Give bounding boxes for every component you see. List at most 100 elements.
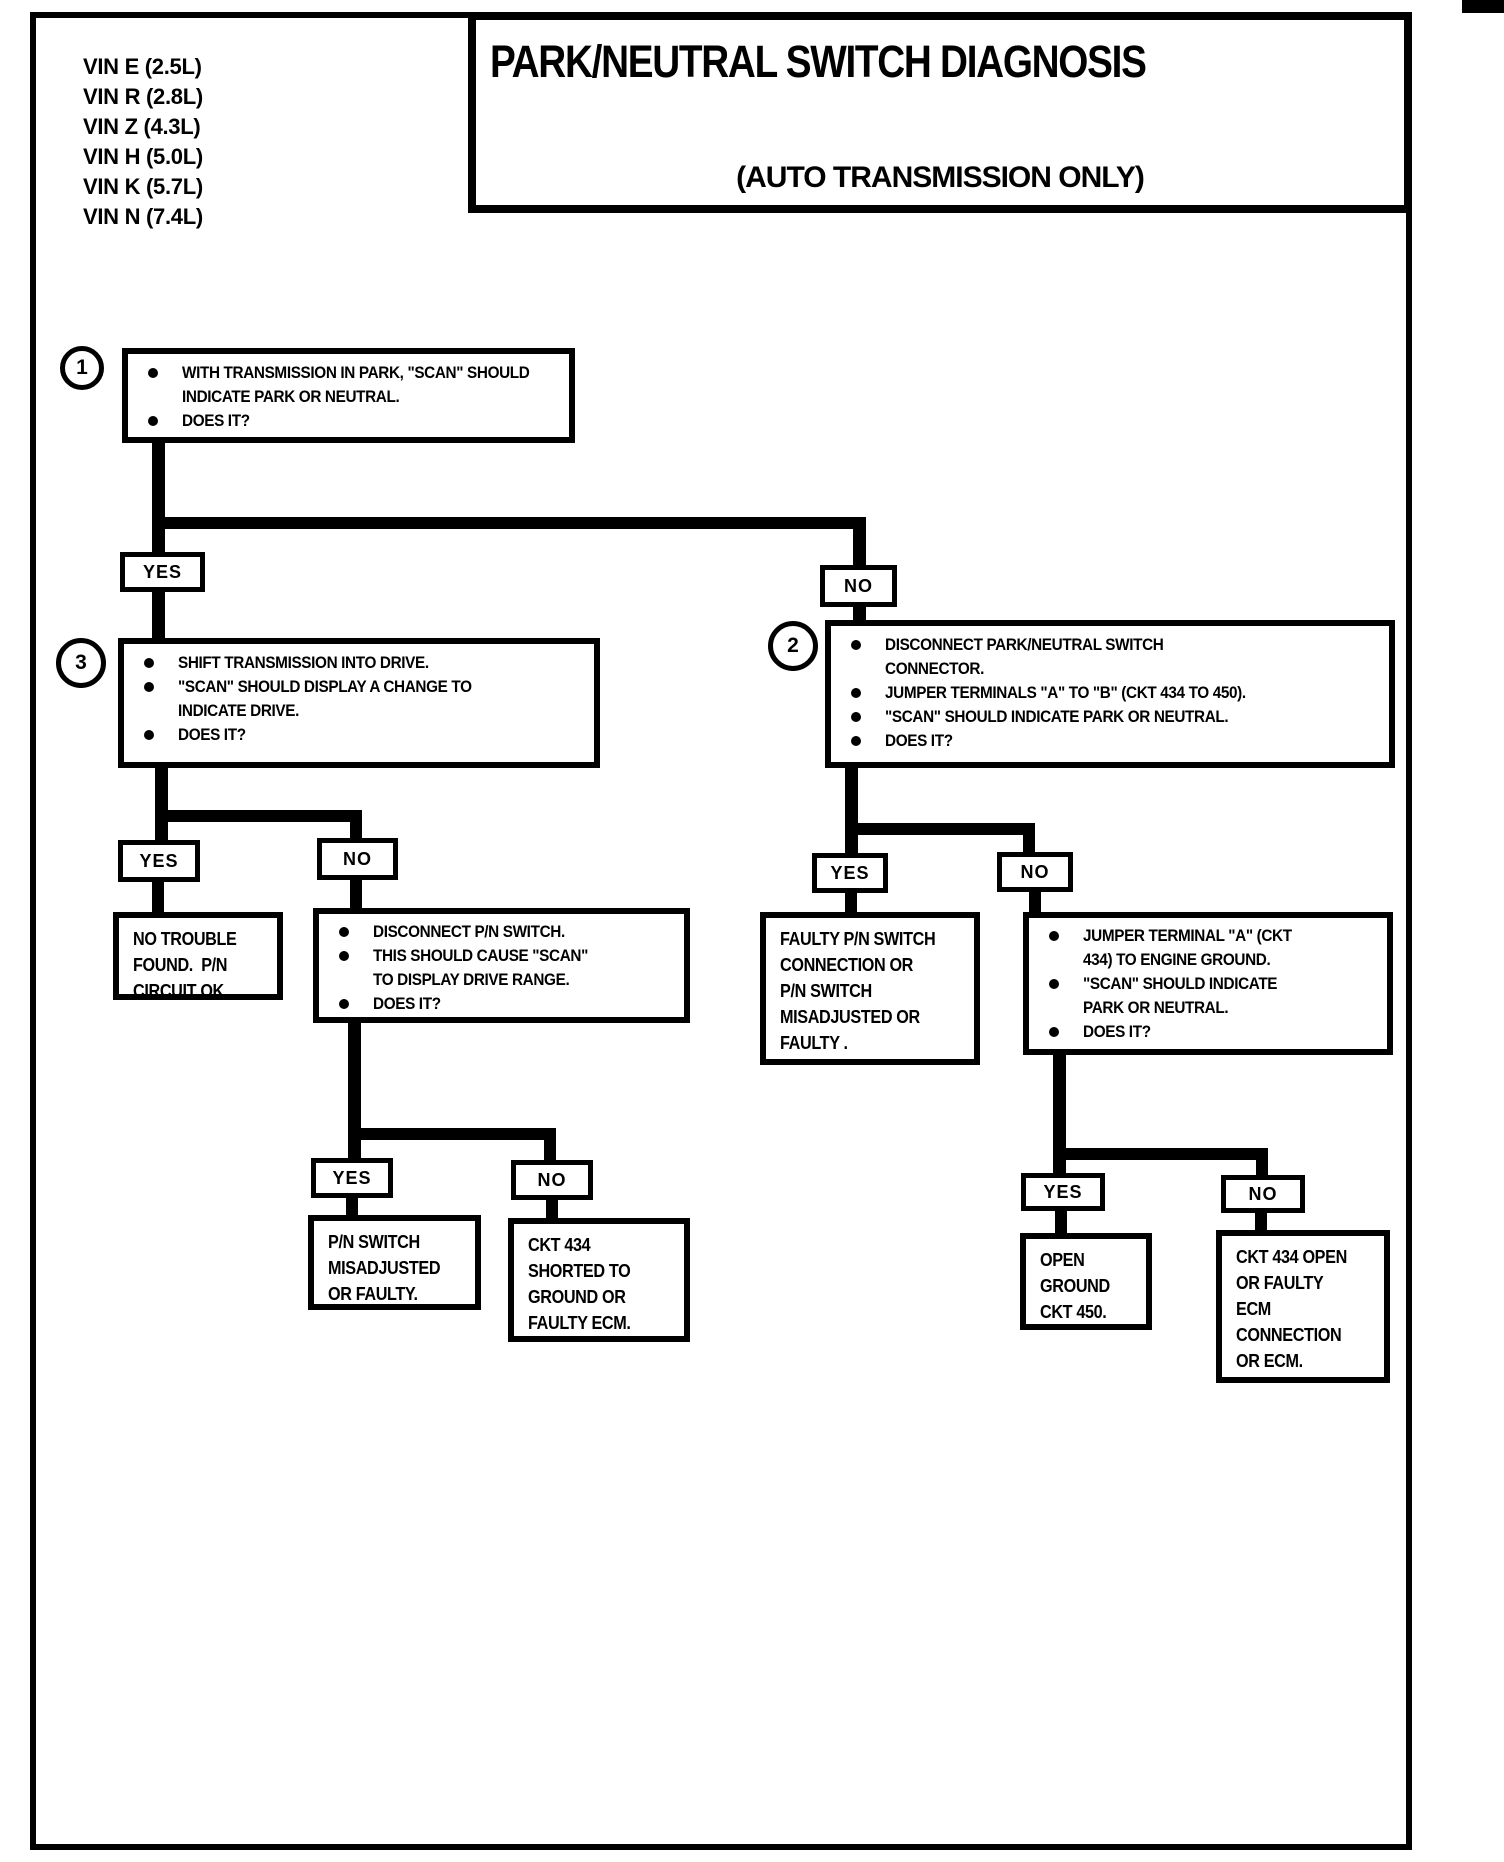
bullet-text: DISCONNECT PARK/NEUTRAL SWITCH CONNECTOR… bbox=[885, 635, 1164, 678]
bullet-dot-icon bbox=[851, 633, 885, 681]
step1-yes-label: YES bbox=[120, 552, 205, 592]
bullet-dot-icon bbox=[148, 409, 182, 433]
bullet-dot-icon bbox=[148, 361, 182, 409]
bullet-text: SHIFT TRANSMISSION INTO DRIVE. bbox=[178, 653, 429, 672]
bullet-item: WITH TRANSMISSION IN PARK, "SCAN" SHOULD… bbox=[148, 361, 565, 409]
bullet-dot-icon bbox=[851, 729, 885, 753]
bullet-item: "SCAN" SHOULD INDICATE PARK OR NEUTRAL. bbox=[1049, 972, 1383, 1020]
step1-number-circle: 1 bbox=[60, 346, 104, 390]
result-ckt434-shorted-box: CKT 434 SHORTED TO GROUND OR FAULTY ECM. bbox=[508, 1218, 690, 1342]
bullet-item: JUMPER TERMINALS "A" TO "B" (CKT 434 TO … bbox=[851, 681, 1385, 705]
connector-line bbox=[845, 893, 857, 912]
jumper-no-label: NO bbox=[1221, 1175, 1305, 1213]
connector-line bbox=[155, 810, 362, 822]
bullet-item: DOES IT? bbox=[851, 729, 1385, 753]
step2-yes-label: YES bbox=[812, 853, 888, 893]
step3-number-circle: 3 bbox=[56, 638, 106, 688]
step-number: 2 bbox=[787, 634, 799, 657]
bullet-item: "SCAN" SHOULD INDICATE PARK OR NEUTRAL. bbox=[851, 705, 1385, 729]
jumper-yes-label: YES bbox=[1021, 1173, 1105, 1211]
result-text: NO TROUBLE FOUND. P/N CIRCUIT OK. bbox=[133, 929, 237, 1001]
bullet-dot-icon bbox=[144, 723, 178, 747]
connector-line bbox=[152, 517, 866, 529]
step-number: 3 bbox=[75, 651, 87, 674]
bullet-item: DISCONNECT PARK/NEUTRAL SWITCH CONNECTOR… bbox=[851, 633, 1385, 681]
connector-line bbox=[853, 517, 866, 568]
bullet-dot-icon bbox=[339, 992, 373, 1016]
connector-line bbox=[155, 768, 168, 843]
bullet-text: DOES IT? bbox=[373, 994, 441, 1013]
bullet-item: DISCONNECT P/N SWITCH. bbox=[339, 920, 680, 944]
result-text: FAULTY P/N SWITCH CONNECTION OR P/N SWIT… bbox=[780, 929, 936, 1053]
connector-line bbox=[1256, 1148, 1268, 1177]
step1-no-label: NO bbox=[820, 565, 897, 607]
bullet-text: "SCAN" SHOULD INDICATE PARK OR NEUTRAL. bbox=[1083, 974, 1278, 1017]
bullet-text: THIS SHOULD CAUSE "SCAN" TO DISPLAY DRIV… bbox=[373, 946, 588, 989]
result-text: CKT 434 SHORTED TO GROUND OR FAULTY ECM. bbox=[528, 1235, 631, 1333]
bullet-dot-icon bbox=[851, 681, 885, 705]
step3-yes-label: YES bbox=[118, 840, 200, 882]
vin-list: VIN E (2.5L) VIN R (2.8L) VIN Z (4.3L) V… bbox=[83, 52, 203, 232]
bullet-text: WITH TRANSMISSION IN PARK, "SCAN" SHOULD… bbox=[182, 363, 530, 406]
step2-no-label: NO bbox=[997, 852, 1073, 892]
jumper-terminal-a-box: JUMPER TERMINAL "A" (CKT 434) TO ENGINE … bbox=[1023, 912, 1393, 1055]
bullet-text: DOES IT? bbox=[178, 725, 246, 744]
result-faulty-pn-connection-box: FAULTY P/N SWITCH CONNECTION OR P/N SWIT… bbox=[760, 912, 980, 1065]
bullet-item: DOES IT? bbox=[339, 992, 680, 1016]
bullet-dot-icon bbox=[144, 651, 178, 675]
connector-line bbox=[1055, 1211, 1067, 1235]
result-pn-misadjusted-box: P/N SWITCH MISADJUSTED OR FAULTY. bbox=[308, 1215, 481, 1310]
connector-line bbox=[152, 882, 164, 912]
connector-line bbox=[845, 768, 858, 855]
vin-item: VIN R (2.8L) bbox=[83, 84, 203, 109]
bullet-dot-icon bbox=[339, 920, 373, 944]
bullet-text: "SCAN" SHOULD DISPLAY A CHANGE TO INDICA… bbox=[178, 677, 472, 720]
result-text: OPEN GROUND CKT 450. bbox=[1040, 1250, 1110, 1322]
page-title: PARK/NEUTRAL SWITCH DIAGNOSIS bbox=[490, 36, 1147, 87]
vin-item: VIN H (5.0L) bbox=[83, 144, 203, 169]
connector-line bbox=[152, 443, 165, 552]
title-box: PARK/NEUTRAL SWITCH DIAGNOSIS (AUTO TRAN… bbox=[468, 12, 1412, 213]
connector-line bbox=[1053, 1148, 1268, 1160]
connector-line bbox=[350, 880, 362, 908]
bullet-text: DISCONNECT P/N SWITCH. bbox=[373, 922, 565, 941]
bullet-dot-icon bbox=[851, 705, 885, 729]
connector-line bbox=[348, 1128, 556, 1140]
connector-line bbox=[1053, 1055, 1066, 1175]
connector-line bbox=[350, 810, 362, 840]
connector-line bbox=[346, 1198, 358, 1217]
bullet-item: DOES IT? bbox=[144, 723, 590, 747]
result-no-trouble-box: NO TROUBLE FOUND. P/N CIRCUIT OK. bbox=[113, 912, 283, 1001]
step-number: 1 bbox=[76, 356, 88, 379]
bullet-dot-icon bbox=[1049, 972, 1083, 1020]
result-open-ground-box: OPEN GROUND CKT 450. bbox=[1020, 1233, 1152, 1330]
bullet-text: DOES IT? bbox=[885, 731, 953, 750]
connector-line bbox=[1255, 1213, 1267, 1232]
vin-item: VIN K (5.7L) bbox=[83, 174, 203, 199]
vin-item: VIN Z (4.3L) bbox=[83, 114, 201, 139]
bullet-text: DOES IT? bbox=[1083, 1022, 1151, 1041]
bullet-text: "SCAN" SHOULD INDICATE PARK OR NEUTRAL. bbox=[885, 707, 1229, 726]
bullet-item: THIS SHOULD CAUSE "SCAN" TO DISPLAY DRIV… bbox=[339, 944, 680, 992]
result-text: P/N SWITCH MISADJUSTED OR FAULTY. bbox=[328, 1232, 441, 1304]
step3-box: SHIFT TRANSMISSION INTO DRIVE. "SCAN" SH… bbox=[118, 638, 600, 768]
bullet-dot-icon bbox=[144, 675, 178, 723]
connector-line bbox=[546, 1200, 558, 1220]
result-ckt434-open-box: CKT 434 OPEN OR FAULTY ECM CONNECTION OR… bbox=[1216, 1230, 1390, 1383]
bullet-dot-icon bbox=[1049, 924, 1083, 972]
bullet-text: DOES IT? bbox=[182, 411, 250, 430]
bullet-item: DOES IT? bbox=[148, 409, 565, 433]
bullet-text: JUMPER TERMINALS "A" TO "B" (CKT 434 TO … bbox=[885, 683, 1246, 702]
bullet-dot-icon bbox=[339, 944, 373, 992]
vin-item: VIN N (7.4L) bbox=[83, 204, 203, 229]
bullet-item: SHIFT TRANSMISSION INTO DRIVE. bbox=[144, 651, 590, 675]
bullet-item: "SCAN" SHOULD DISPLAY A CHANGE TO INDICA… bbox=[144, 675, 590, 723]
page-subtitle: (AUTO TRANSMISSION ONLY) bbox=[736, 161, 1145, 194]
vin-item: VIN E (2.5L) bbox=[83, 54, 202, 79]
step2-number-circle: 2 bbox=[768, 621, 818, 671]
disconnect-pn-yes-label: YES bbox=[311, 1158, 393, 1198]
bullet-item: DOES IT? bbox=[1049, 1020, 1383, 1044]
connector-line bbox=[348, 1023, 361, 1160]
connector-line bbox=[853, 607, 866, 621]
